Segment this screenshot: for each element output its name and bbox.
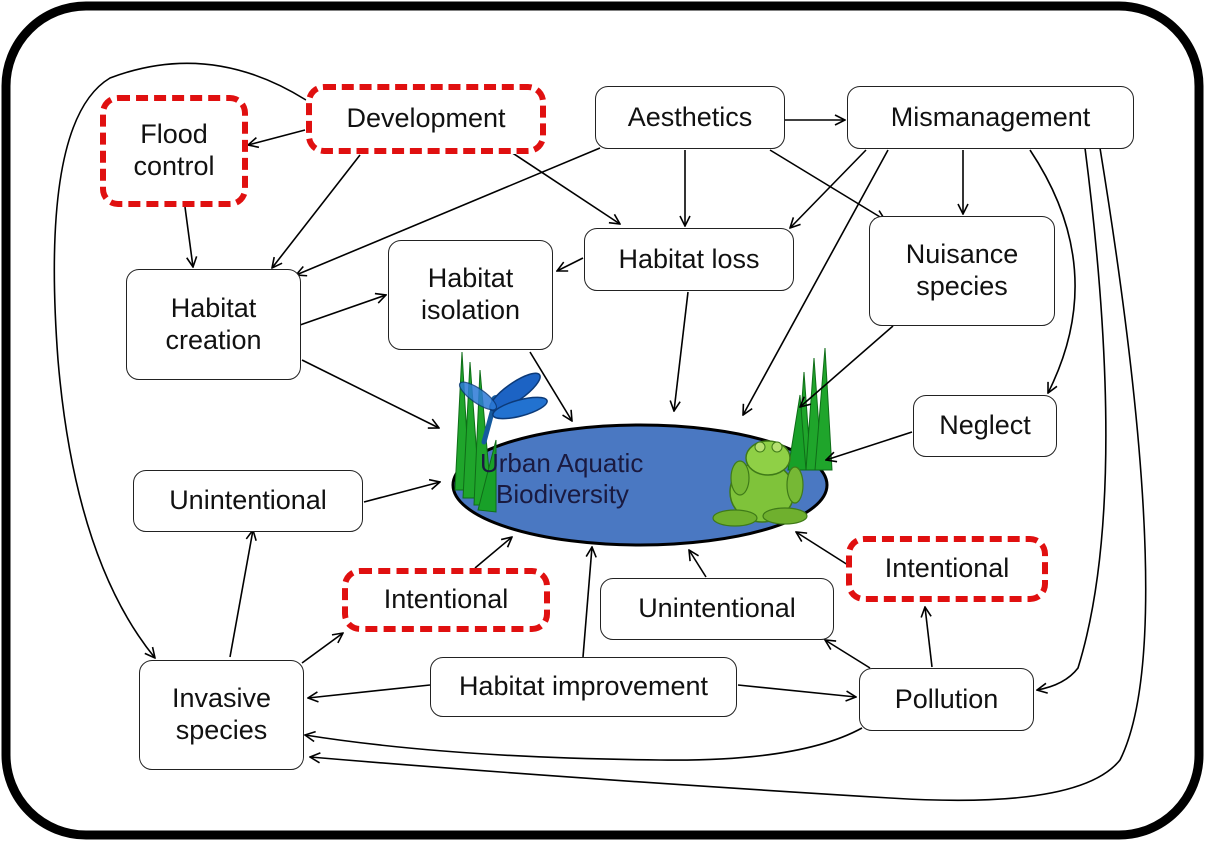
invasive-species-line-1: Invasive bbox=[171, 683, 272, 714]
unintentional-left-node: Unintentional bbox=[133, 470, 363, 532]
arrow-habitat-creation-habitat-isolation bbox=[299, 295, 386, 326]
arrow-unintentional-left-pond bbox=[363, 482, 440, 503]
pond-label-line-1: Urban Aquatic bbox=[480, 448, 644, 478]
arrow-aesthetics-habitat-creation bbox=[296, 147, 601, 275]
arrow-unintentional-right-pond bbox=[689, 550, 707, 578]
unintentional-right-node: Unintentional bbox=[600, 578, 834, 640]
arrow-neglect-pond bbox=[826, 431, 913, 460]
arrow-habitat-improvement-pollution bbox=[737, 684, 856, 697]
dragonfly-icon bbox=[458, 372, 548, 445]
mismanagement-label: Mismanagement bbox=[890, 101, 1091, 132]
nuisance-species-line-2: species bbox=[916, 271, 1008, 301]
mismanagement-node: Mismanagement bbox=[847, 86, 1134, 149]
arrow-development-habitat-creation bbox=[272, 154, 361, 268]
habitat-loss-node: Habitat loss bbox=[584, 228, 794, 291]
arrow-habitat-loss-habitat-isolation bbox=[557, 257, 584, 271]
arrow-mismanagement-pond bbox=[743, 149, 889, 415]
development-label: Development bbox=[346, 103, 506, 134]
intentional-left-node: Intentional bbox=[342, 568, 550, 632]
arrow-intentional-left-pond bbox=[474, 537, 512, 569]
arrow-pollution-invasive-species bbox=[305, 727, 863, 761]
unintentional-left-label: Unintentional bbox=[169, 485, 327, 516]
intentional-right-label: Intentional bbox=[884, 553, 1010, 584]
habitat-loss-label: Habitat loss bbox=[618, 243, 760, 274]
pollution-node: Pollution bbox=[859, 668, 1034, 731]
aesthetics-node: Aesthetics bbox=[595, 86, 785, 149]
arrow-intentional-right-pond bbox=[796, 532, 849, 566]
neglect-node: Neglect bbox=[913, 395, 1057, 457]
invasive-species-line-2: species bbox=[175, 715, 268, 745]
arrow-mismanagement-neglect bbox=[1029, 149, 1076, 393]
arrow-habitat-improvement-invasive-species bbox=[308, 684, 431, 698]
intentional-right-node: Intentional bbox=[846, 536, 1048, 602]
arrow-nuisance-species-pond bbox=[800, 325, 894, 407]
arrow-flood-control-habitat-creation bbox=[184, 206, 193, 267]
aesthetics-label: Aesthetics bbox=[627, 101, 753, 132]
arrow-development-invasive-species bbox=[53, 62, 307, 658]
arrow-pollution-intentional bbox=[925, 607, 933, 668]
intentional-left-label: Intentional bbox=[383, 584, 509, 615]
habitat-creation-line-1: Habitat bbox=[170, 292, 257, 323]
flood-control-line-2: control bbox=[133, 151, 215, 181]
arrow-mismanagement-pollution bbox=[1037, 147, 1107, 690]
arrow-habitat-creation-pond bbox=[301, 359, 439, 428]
arrow-mismanagement-invasive-species bbox=[310, 147, 1147, 802]
nuisance-species-line-1: Nuisance bbox=[905, 239, 1019, 270]
habitat-isolation-line-1: Habitat bbox=[427, 263, 514, 294]
pond-label-line-2: Biodiversity bbox=[496, 479, 629, 510]
flood-control-line-1: Flood bbox=[140, 119, 208, 150]
arrow-habitat-isolation-pond bbox=[529, 351, 572, 421]
pond-label: Urban Aquatic Biodiversity bbox=[480, 448, 710, 510]
arrow-aesthetics-nuisance-species bbox=[769, 149, 885, 220]
habitat-isolation-line-2: isolation bbox=[420, 295, 521, 325]
arrow-invasive-species-unintentional bbox=[229, 530, 253, 658]
habitat-improvement-label: Habitat improvement bbox=[458, 671, 709, 702]
arrow-habitat-improvement-pond bbox=[582, 547, 592, 658]
arrow-development-habitat-loss bbox=[504, 147, 620, 224]
arrow-pollution-unintentional bbox=[825, 640, 871, 669]
pollution-label: Pollution bbox=[894, 683, 999, 714]
reeds-right-icon bbox=[787, 347, 833, 471]
unintentional-right-label: Unintentional bbox=[638, 593, 796, 624]
neglect-label: Neglect bbox=[939, 410, 1031, 441]
arrow-habitat-loss-pond bbox=[674, 291, 689, 411]
development-node: Development bbox=[306, 84, 546, 154]
arrows bbox=[53, 62, 1147, 802]
frog-icon bbox=[712, 440, 808, 527]
arrow-invasive-species-intentional bbox=[301, 633, 343, 664]
habitat-creation-line-2: creation bbox=[165, 324, 262, 355]
arrow-development-flood-control bbox=[248, 129, 306, 145]
habitat-improvement-node: Habitat improvement bbox=[430, 657, 737, 717]
arrow-mismanagement-habitat-loss bbox=[790, 149, 867, 228]
